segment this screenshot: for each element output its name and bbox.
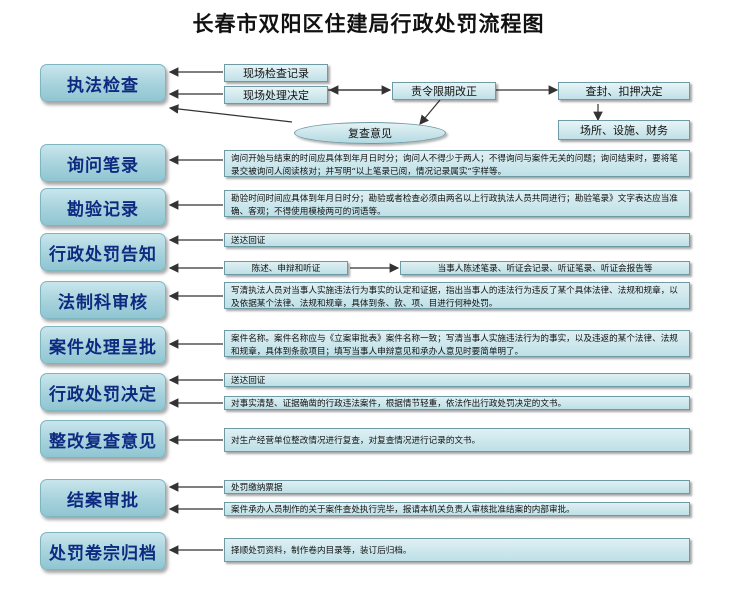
places-facilities-box: 场所、设施、财务 — [558, 120, 690, 140]
closing-receipt-bar: 处罚缴纳票据 — [224, 480, 690, 494]
decision-receipt-bar: 送达回证 — [224, 373, 690, 387]
case-approval-note: 案件名称。案件名称应与《立案审批表》案件名称一致；写清当事人实施违法行为的事实，… — [224, 330, 690, 357]
step-rectify-review: 整改复查意见 — [40, 420, 166, 458]
closing-text-bar: 案件承办人员制作的关于案件查处执行完毕，报请本机关负责人审核批准结案的内部审批。 — [224, 502, 690, 516]
inquiry-note: 询问开始与结束的时间应具体到年月日时分；询问人不得少于两人；不得询问与案件无关的… — [224, 150, 690, 177]
statement-records-bar: 当事人陈述笔录、听证会记录、听证笔录、听证会报告等 — [400, 261, 690, 275]
seal-seize-box: 查封、扣押决定 — [558, 82, 690, 100]
step-closing-approval: 结案审批 — [40, 479, 166, 517]
step-penalty-decision: 行政处罚决定 — [40, 373, 166, 411]
step-inquiry: 询问笔录 — [40, 144, 166, 182]
onsite-handling-decision: 现场处理决定 — [224, 86, 328, 104]
legal-review-note: 写清执法人员对当事人实施违法行为事实的认定和证据，指出当事人的违法行为违反了某个… — [224, 282, 690, 309]
review-opinion-ellipse: 复查意见 — [294, 122, 446, 144]
decision-text-bar: 对事实清楚、证据确凿的行政违法案件，根据情节轻重，依法作出行政处罚决定的文书。 — [224, 396, 690, 410]
step-inspection: 执法检查 — [40, 64, 166, 102]
onsite-inspection-record: 现场检查记录 — [224, 64, 328, 82]
step-archive: 处罚卷宗归档 — [40, 532, 166, 570]
step-legal-review: 法制科审核 — [40, 281, 166, 319]
order-rectify-box: 责令限期改正 — [392, 82, 496, 100]
rectify-review-note: 对生产经营单位整改情况进行复查，对复查情况进行记录的文书。 — [224, 428, 690, 452]
archive-note: 择顺处罚资料，制作卷内目录等，装订后归档。 — [224, 538, 690, 562]
statement-hearing-bar: 陈述、申辩和听证 — [224, 261, 348, 275]
survey-note: 勘验时间时间应具体到年月日时分；勘验或者检查必须由两名以上行政执法人员共同进行；… — [224, 190, 690, 217]
notice-receipt-bar: 送达回证 — [224, 233, 690, 247]
page-title: 长春市双阳区住建局行政处罚流程图 — [192, 11, 545, 36]
step-survey: 勘验记录 — [40, 188, 166, 226]
step-case-approval: 案件处理呈批 — [40, 326, 166, 364]
step-penalty-notice: 行政处罚告知 — [40, 233, 166, 271]
